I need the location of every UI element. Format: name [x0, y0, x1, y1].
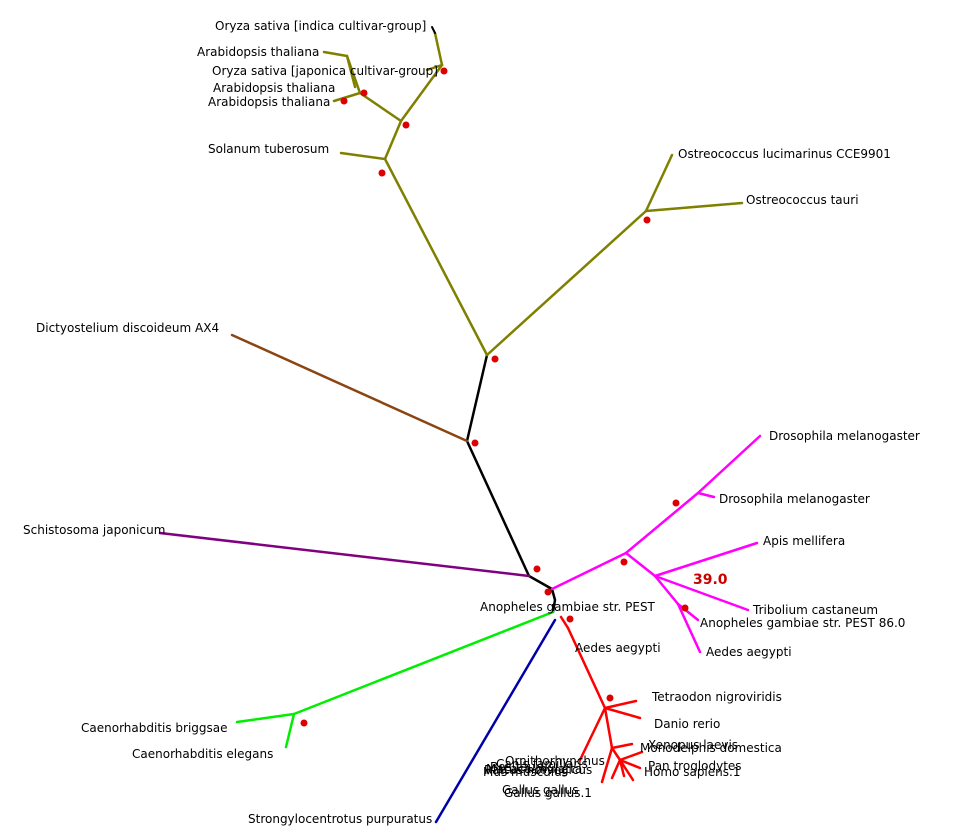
label-overlap-1: Ornithorhynchus — [505, 754, 605, 768]
node-marker — [672, 499, 680, 507]
plant-clade — [322, 31, 744, 357]
label-danio: Danio rerio — [654, 717, 720, 731]
node-marker — [620, 558, 628, 566]
label-caeno-briggsae: Caenorhabditis briggsae — [81, 721, 228, 735]
leaf-labels: Oryza sativa [indica cultivar-group] Ara… — [23, 19, 920, 826]
node-marker — [606, 694, 614, 702]
label-anopheles-86: Anopheles gambiae str. PEST 86.0 — [700, 616, 905, 630]
backbone-branch — [465, 353, 557, 614]
label-anopheles-pest: Anopheles gambiae str. PEST — [480, 600, 656, 614]
label-xenopus: Xenopus laevis — [648, 738, 738, 752]
schistosoma-branch — [158, 531, 531, 578]
support-value-label: 39.0 — [693, 572, 728, 588]
dictyostelium-branch — [230, 333, 469, 443]
node-marker — [566, 615, 574, 623]
insect-clade — [550, 434, 762, 654]
label-homo: Homo sapiens.1 — [644, 765, 740, 779]
label-oryza-indica: Oryza sativa [indica cultivar-group] — [215, 19, 426, 33]
strongylocentrotus-branch — [434, 618, 557, 824]
label-dictyostelium: Dictyostelium discoideum AX4 — [36, 321, 219, 335]
oryza-indica-tip — [431, 26, 436, 34]
label-gallus-2: Gallus gallus.1 — [504, 786, 592, 800]
label-arabidopsis-1: Arabidopsis thaliana — [197, 45, 319, 59]
label-drosophila-2: Drosophila melanogaster — [719, 492, 870, 506]
label-caeno-elegans: Caenorhabditis elegans — [132, 747, 273, 761]
node-marker — [300, 719, 308, 727]
node-marker — [378, 169, 386, 177]
label-gallus-1: Gallus gallus — [502, 783, 579, 797]
node-marker — [471, 439, 479, 447]
label-drosophila-1: Drosophila melanogaster — [769, 429, 920, 443]
label-overlap-2: Canis familiaris — [496, 757, 588, 771]
node-marker — [681, 604, 689, 612]
label-ostreococcus-tauri: Ostreococcus tauri — [746, 193, 859, 207]
label-overlap-4: Rattus norvegicus — [484, 763, 592, 777]
label-aedes-1: Aedes aegypti — [706, 645, 792, 659]
label-arabidopsis-3: Arabidopsis thaliana — [208, 95, 330, 109]
label-tribolium: Tribolium castaneum — [752, 603, 878, 617]
label-schistosoma: Schistosoma japonicum — [23, 523, 165, 537]
node-marker — [402, 121, 410, 129]
label-overlap-5: Mus musculus — [483, 765, 568, 779]
node-marker — [360, 89, 368, 97]
label-solanum: Solanum tuberosum — [208, 142, 329, 156]
label-ostreococcus-lucimarinus: Ostreococcus lucimarinus CCE9901 — [678, 147, 891, 161]
node-marker — [643, 216, 651, 224]
label-strongylocentrotus: Strongylocentrotus purpuratus — [248, 812, 432, 826]
node-marker — [491, 355, 499, 363]
label-overlap-6: Macaca mulatta — [486, 762, 582, 776]
node-markers — [300, 67, 689, 727]
label-oryza-japonica: Oryza sativa [japonica cultivar-group] — [212, 64, 438, 78]
node-marker — [544, 588, 552, 596]
label-apis: Apis mellifera — [763, 534, 845, 548]
label-monodelphis: Monodelphis domestica — [640, 741, 782, 755]
label-tetraodon: Tetraodon nigroviridis — [651, 690, 782, 704]
node-marker — [533, 565, 541, 573]
label-pan: Pan troglodytes — [648, 759, 742, 773]
vertebrate-clade — [559, 615, 644, 784]
label-aedes-2: Aedes aegypti — [575, 641, 661, 655]
node-marker — [340, 97, 348, 105]
nematode-clade — [235, 610, 555, 749]
node-marker — [440, 67, 448, 75]
label-arabidopsis-2: Arabidopsis thaliana — [213, 81, 335, 95]
label-overlap-3: Bos taurus — [490, 760, 554, 774]
